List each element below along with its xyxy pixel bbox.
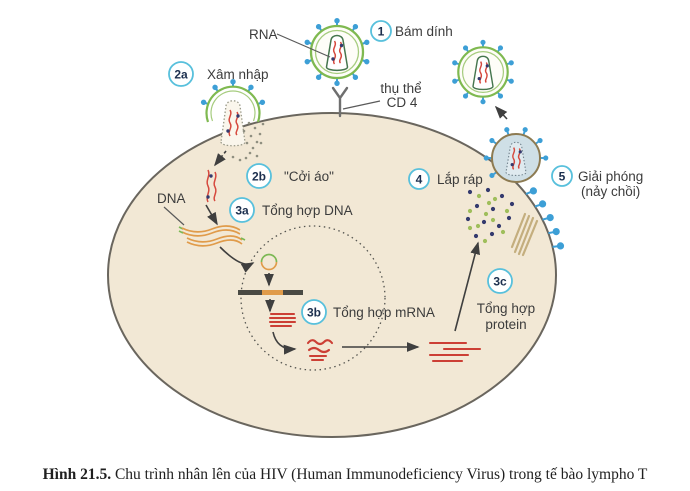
step-5-circle [551, 165, 573, 187]
figure-caption: Hình 21.5. Chu trình nhân lên của HIV (H… [0, 466, 690, 484]
nuclear-mrna [268, 312, 297, 328]
rna-label: RNA [249, 27, 278, 42]
step-2a-number: 2a [174, 68, 188, 82]
step-2b-label: "Cởi áo" [284, 169, 334, 184]
step-3a-circle [229, 197, 255, 223]
dna-label: DNA [157, 191, 186, 206]
viral-dna [178, 225, 246, 247]
circular-dna [260, 253, 278, 271]
step-3c-circle [487, 268, 513, 294]
step-4-circle [408, 168, 430, 190]
translated-mrna [428, 341, 482, 363]
step-3a-label: Tổng hợp DNA [262, 203, 353, 218]
arrow-release [494, 105, 508, 120]
arrow-dna-to-nucleus [219, 246, 255, 273]
step-4-label: Lắp ráp [437, 172, 483, 187]
step-5-label-line2: (nảy chồi) [581, 184, 640, 199]
exported-mrna [306, 339, 334, 362]
virus-budding [482, 125, 550, 183]
virus-attaching [304, 18, 370, 86]
protein-bundle [510, 212, 539, 257]
step-2a-label: Xâm nhập [207, 67, 269, 82]
cd4-receptor-label-line2: CD 4 [387, 95, 418, 110]
step-2a-circle [168, 61, 194, 87]
virus-released [451, 40, 514, 105]
step-3b-circle [301, 299, 327, 325]
step-1-number: 1 [378, 25, 385, 39]
step-3a-number: 3a [235, 204, 249, 218]
dna-pointer-line [163, 206, 185, 226]
step-1-circle [370, 20, 392, 42]
membrane-spikes [525, 187, 565, 250]
free-viral-rna [206, 169, 217, 203]
step-3c-label-line1: Tổng hợp [477, 301, 535, 316]
step-3b-label: Tổng hợp mRNA [333, 305, 435, 320]
step-3b-number: 3b [307, 306, 321, 320]
step-5-label-line1: Giải phóng [578, 169, 643, 184]
figure-caption-number: Hình 21.5. [42, 466, 112, 483]
step-2b-circle [246, 163, 272, 189]
rna-pointer-line [276, 33, 331, 58]
hiv-cycle-diagram: RNA 1 Bám dính thụ thể CD 4 2a Xâm nhập … [107, 0, 643, 438]
virus-entering [199, 78, 267, 147]
step-5-number: 5 [559, 170, 566, 184]
step-3c-number: 3c [493, 275, 507, 289]
cd4-receptor-label-line1: thụ thể [380, 81, 421, 96]
cd4-receptor [331, 86, 349, 118]
arrow-reverse-transcription [205, 204, 218, 226]
uncoating-debris-dots [231, 121, 265, 162]
receptor-pointer-line [342, 100, 381, 110]
arrow-protein-to-assembly [454, 241, 480, 332]
figure-caption-text: Chu trình nhân lên của HIV (Human Immuno… [111, 466, 648, 483]
step-4-number: 4 [416, 173, 423, 187]
step-3c-label-line2: protein [485, 317, 526, 332]
nucleus [240, 225, 386, 371]
arrow-mrna-export [272, 331, 297, 355]
assembly-components-dots [465, 187, 515, 244]
arrow-entry [214, 150, 227, 167]
step-1-label: Bám dính [395, 24, 453, 39]
step-2b-number: 2b [252, 170, 266, 184]
